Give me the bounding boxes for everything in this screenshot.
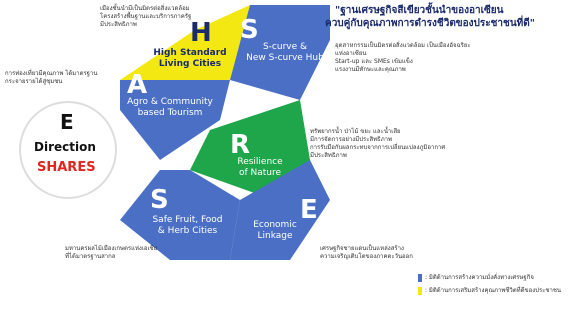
header-subtitle: "ฐานเศรษฐกิจสีเขียวชั้นนำของอาเซียน [335, 5, 504, 16]
label-s-top: S-curve & New S-curve Hub [246, 42, 324, 63]
letter-s-top: S [240, 15, 259, 45]
letter-s-bottom: S [150, 185, 169, 215]
label-e: Economic Linkage [253, 220, 297, 241]
segment-h [120, 5, 250, 80]
note-bottom-left: มหานครผลไม้เมืองเกษตรแห่งเอเชียที่ได้มาต… [65, 245, 158, 260]
label-r: Resilience of Nature [237, 157, 283, 178]
center-line-2: SHARES [37, 160, 96, 175]
letter-h: H [190, 18, 212, 48]
note-mid-left: การท่องเที่ยวมีคุณภาพ ได้มาตรฐานกระจายรา… [5, 70, 98, 85]
note-top-right: อุตสาหกรรมเป็นมิตรต่อสิ่งแวดล้อม เป็นเมื… [335, 42, 471, 73]
letter-e: E [300, 195, 318, 225]
center-circle [19, 101, 117, 199]
note-mid-right: ทรัพยากรน้ำ ป่าไม้ ขยะ และน้ำเสียมีการจั… [310, 128, 446, 159]
letter-a: A [127, 70, 148, 100]
letter-r: R [230, 130, 251, 160]
legend-text-blue: : มิติด้านการสร้างความมั่งคั่งทางเศรษฐกิ… [425, 274, 534, 281]
header-subtitle-2: ควบคู่กับคุณภาพการดำรงชีวิตของประชาชนที่… [325, 18, 535, 29]
label-h: High Standard Living Cities [153, 48, 227, 69]
center-line-1: Direction [34, 140, 96, 154]
legend-swatch-yellow [418, 287, 422, 295]
segment-s-bottom [120, 170, 240, 260]
segment-e [230, 160, 330, 260]
segment-a [120, 80, 230, 160]
center-letter: E [60, 110, 74, 134]
legend-text-yellow: : มิติด้านการเสริมสร้างคุณภาพชีวิตที่ดีข… [425, 287, 561, 294]
legend-swatch-blue [418, 274, 422, 282]
label-s-bottom: Safe Fruit, Food & Herb Cities [152, 215, 223, 236]
note-bottom-right: เศรษฐกิจชายแดนเป็นแหล่งสร้างความเจริญเติ… [320, 245, 413, 260]
segment-r [190, 100, 310, 195]
note-top-left: เมืองชั้นนำมีเป็นมิตรต่อสิ่งแวดล้อมโครงส… [100, 5, 192, 28]
label-a: Agro & Community based Tourism [127, 97, 213, 118]
segment-s-top [230, 5, 330, 100]
